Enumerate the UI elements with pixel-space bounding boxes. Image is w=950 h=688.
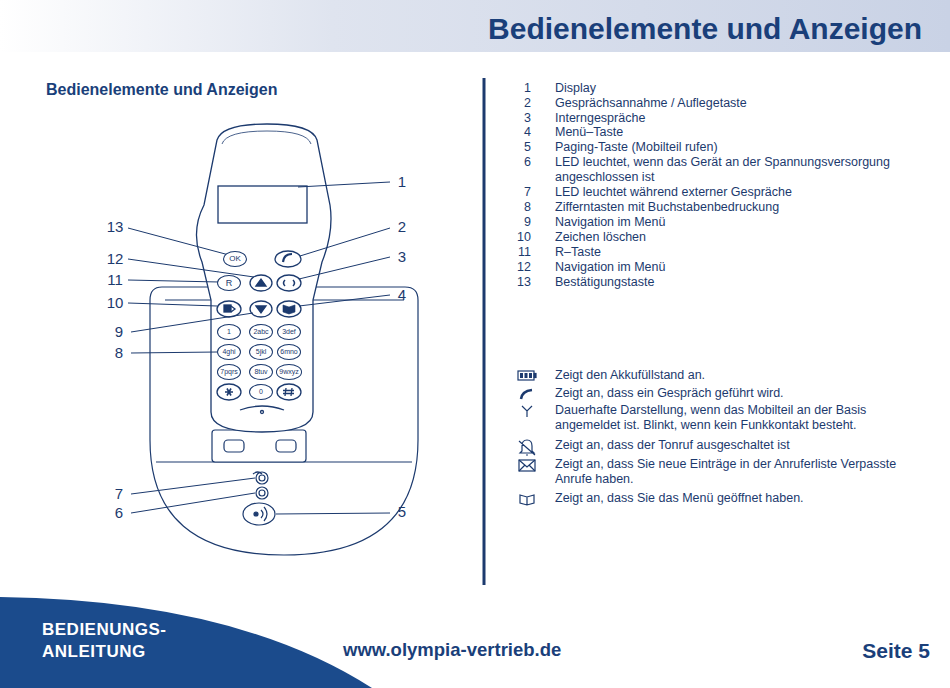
list-number: 5 (500, 140, 531, 155)
phone-key: OK (223, 251, 247, 267)
callout-number: 5 (384, 503, 420, 521)
list-description: Zeichen löschen (555, 230, 927, 245)
phone-key: 2abc (249, 324, 273, 340)
list-number: 4 (500, 125, 531, 140)
legend-text: Zeigt an, dass Sie neue Einträge in der … (555, 457, 927, 487)
leader-lines (128, 182, 390, 514)
phone-key: 0 (249, 384, 273, 400)
key-label: 7pqrs (220, 368, 238, 376)
callout-number: 6 (101, 504, 137, 522)
website: www.olympia-vertrieb.de (343, 639, 643, 661)
list-description: LED leuchtet, wenn das Gerät an der Span… (555, 155, 927, 185)
phone-key: 5jkl (249, 344, 273, 360)
list-description: Interngespräche (555, 111, 927, 126)
key-label: 5jkl (256, 348, 267, 356)
phone-key: 3def (277, 324, 301, 340)
list-number: 11 (500, 245, 531, 260)
list-number: 3 (500, 111, 531, 126)
callout-number: 12 (97, 250, 133, 268)
divider (483, 78, 486, 585)
band-text: BEDIENUNGS- ANLEITUNG (42, 619, 182, 663)
list-number: 7 (500, 185, 531, 200)
list-number: 13 (500, 275, 531, 290)
callout-number: 11 (97, 271, 133, 289)
callout-number: 2 (384, 218, 420, 236)
footer-band: BEDIENUNGS- ANLEITUNG (0, 588, 380, 688)
callout-number: 4 (384, 286, 420, 304)
key-label: 8tuv (254, 368, 267, 376)
callout-number: 13 (97, 218, 133, 236)
phone-key: 8tuv (249, 364, 273, 380)
list-description: Menü–Taste (555, 125, 927, 140)
phone-key: 1 (217, 324, 241, 340)
legend-text: Zeigt an, dass der Tonruf ausgeschaltet … (555, 438, 927, 453)
phone-key: R (217, 275, 241, 291)
key-label: R (226, 279, 233, 287)
legend-text: Zeigt den Akkufüllstand an. (555, 368, 927, 383)
list-description: Paging-Taste (Mobilteil rufen) (555, 140, 927, 155)
list-number: 9 (500, 215, 531, 230)
list-number: 10 (500, 230, 531, 245)
callout-number: 3 (384, 248, 420, 266)
list-description: R–Taste (555, 245, 927, 260)
list-number: 1 (500, 81, 531, 96)
key-label: 9wxyz (279, 368, 298, 376)
key-label: 2abc (253, 328, 268, 336)
phone-key: 4ghi (217, 344, 241, 360)
header-band (0, 0, 950, 52)
page-number: Seite 5 (820, 638, 930, 663)
section-heading: Bedienelemente und Anzeigen (46, 80, 346, 99)
list-description: LED leuchtet während externer Gespräche (555, 185, 927, 200)
list-description: Navigation im Menü (555, 260, 927, 275)
list-description: Navigation im Menü (555, 215, 927, 230)
list-number: 12 (500, 260, 531, 275)
callout-number: 7 (101, 485, 137, 503)
phone-key: 7pqrs (217, 364, 242, 380)
list-description: Gesprächsannahme / Auflegetaste (555, 96, 927, 111)
key-label: 3def (282, 328, 296, 336)
list-description: Display (555, 81, 927, 96)
key-label: 1 (227, 328, 231, 336)
status-icons (518, 371, 536, 505)
key-label: 4ghi (222, 348, 235, 356)
list-number: 2 (500, 96, 531, 111)
key-label: 0 (259, 388, 263, 396)
legend-text: Zeigt an, dass ein Gespräch geführt wird… (555, 386, 927, 401)
callout-number: 10 (97, 294, 133, 312)
list-number: 8 (500, 200, 531, 215)
callout-number: 8 (101, 344, 137, 362)
list-description: Bestätigungstaste (555, 275, 927, 290)
legend-text: Zeigt an, dass Sie das Menü geöffnet hab… (555, 491, 927, 506)
page-title: Bedienelemente und Anzeigen (488, 11, 922, 47)
phone-key: 9wxyz (276, 364, 302, 380)
callout-number: 1 (384, 173, 420, 191)
list-number: 6 (500, 155, 531, 170)
handset (196, 124, 331, 432)
legend-text: Dauerhafte Darstellung, wenn das Mobilte… (555, 403, 927, 433)
key-label: 6mno (280, 348, 298, 356)
callout-number: 9 (101, 323, 137, 341)
list-description: Zifferntasten mit Buchstabenbedruckung (555, 200, 927, 215)
phone-key: 6mno (277, 344, 302, 360)
key-label: OK (229, 255, 241, 263)
